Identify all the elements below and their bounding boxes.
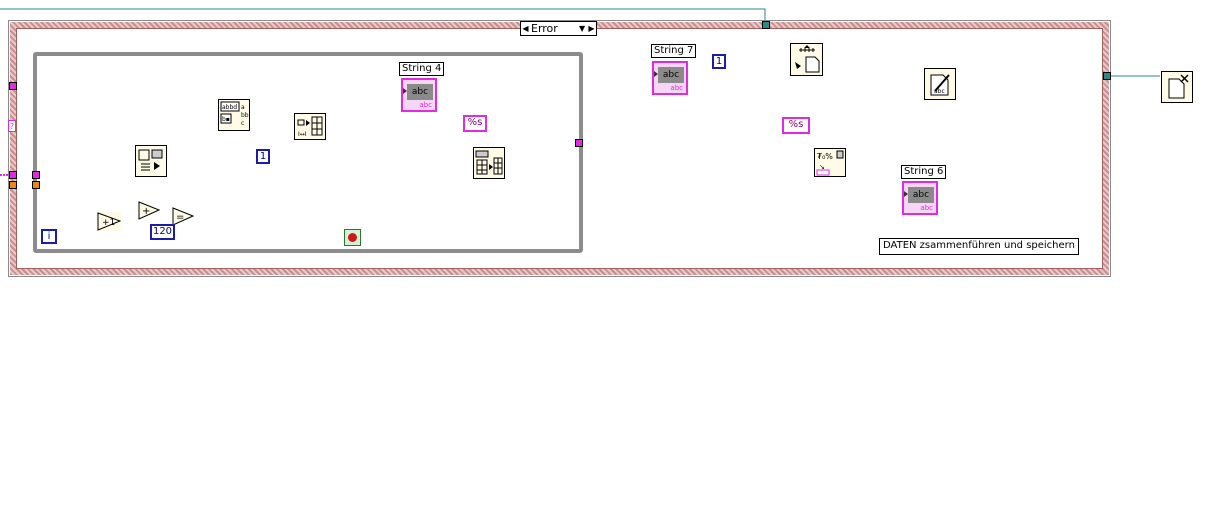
string4-type-tag: abc — [419, 101, 432, 109]
add-icon: + — [138, 201, 160, 220]
string7-type-tag: abc — [670, 84, 683, 92]
svg-text:=: = — [176, 212, 184, 223]
increment-icon: +1 — [97, 212, 121, 231]
case-selector-value: Error — [531, 22, 558, 35]
string-subset-icon — [138, 149, 163, 171]
case-prev-arrow[interactable]: ◀ — [522, 24, 529, 33]
string4-terminal-icon — [403, 88, 407, 94]
svg-text:+: + — [142, 206, 150, 217]
format-constant-b[interactable]: %s — [782, 117, 810, 134]
stop-icon — [348, 233, 357, 242]
svg-text:+1: +1 — [102, 218, 115, 228]
add-node[interactable]: + — [138, 201, 160, 220]
svg-text:b▪: b▪ — [222, 116, 230, 123]
string-tunnel-left-top[interactable] — [9, 82, 17, 90]
string6-indicator[interactable]: abc abc — [902, 181, 938, 215]
case-structure[interactable] — [8, 20, 1111, 277]
string6-terminal-icon — [904, 191, 908, 197]
loop-tunnel-numeric[interactable] — [32, 181, 40, 189]
string-subset-node[interactable] — [135, 145, 167, 177]
increment-node[interactable]: +1 — [97, 212, 121, 231]
case-selector[interactable]: ◀ Error ▼ ▶ — [520, 21, 597, 36]
set-file-position-node[interactable] — [790, 43, 823, 76]
file-position-icon — [795, 45, 820, 73]
svg-text:bb: bb — [241, 112, 249, 119]
svg-text:↘: ↘ — [819, 163, 825, 171]
format-constant-a[interactable]: %s — [463, 115, 487, 132]
iteration-terminal[interactable]: i — [41, 229, 57, 244]
numeric-constant-one-loop[interactable]: 1 — [256, 149, 270, 164]
svg-text:₮₀%: ₮₀% — [817, 152, 833, 161]
case-structure-border — [10, 22, 1109, 275]
refnum-tunnel-right[interactable] — [1103, 72, 1111, 80]
svg-text:abc: abc — [934, 88, 945, 95]
close-file-icon — [1168, 74, 1189, 99]
case-next-arrow[interactable]: ▶ — [588, 24, 595, 33]
close-file-node[interactable] — [1161, 71, 1193, 103]
format-into-string-node[interactable]: ₮₀% ↘ — [814, 148, 846, 177]
string7-indicator[interactable]: abc abc — [652, 61, 688, 95]
svg-text:c: c — [241, 120, 244, 127]
build-array-icon: I↔I — [297, 116, 323, 138]
numeric-constant-120[interactable]: 120 — [150, 224, 175, 240]
while-loop[interactable] — [33, 52, 583, 253]
string6-type-tag: abc — [920, 204, 933, 212]
loop-tunnel-string[interactable] — [32, 171, 40, 179]
array-to-spreadsheet-node[interactable] — [473, 147, 505, 179]
svg-text:abbd: abbd — [222, 104, 237, 111]
diagram-comment: DATEN zsammenführen und speichern — [879, 238, 1079, 255]
loop-tunnel-output[interactable] — [575, 139, 583, 147]
spreadsheet-icon — [475, 150, 503, 175]
svg-text:a: a — [241, 104, 245, 111]
equal-node[interactable]: = — [172, 207, 194, 226]
svg-text:I↔I: I↔I — [298, 131, 307, 138]
refnum-tunnel-top[interactable] — [762, 21, 770, 29]
concatenate-strings-node[interactable]: abbd b▪ a bb c — [218, 99, 250, 131]
equal-icon: = — [172, 207, 194, 226]
string7-label: String 7 — [651, 44, 697, 58]
refnum-wire-top[interactable] — [0, 8, 766, 24]
string7-terminal-icon — [654, 71, 658, 77]
numeric-constant-one-file[interactable]: 1 — [712, 54, 726, 69]
string-tunnel-left-mid[interactable] — [9, 171, 17, 179]
write-text-file-node[interactable]: abc — [924, 68, 956, 100]
loop-stop-terminal[interactable] — [344, 229, 361, 246]
case-selector-terminal[interactable]: ? — [8, 120, 16, 132]
string7-face: abc — [658, 67, 684, 83]
format-into-string-icon: ₮₀% ↘ — [816, 150, 844, 176]
case-dropdown-arrow[interactable]: ▼ — [579, 24, 586, 33]
string6-label: String 6 — [901, 165, 947, 179]
string4-label: String 4 — [399, 62, 445, 76]
string4-face: abc — [407, 84, 433, 100]
concatenate-icon: abbd b▪ a bb c — [220, 101, 249, 127]
string6-face: abc — [908, 187, 934, 203]
build-array-node[interactable]: I↔I — [294, 113, 326, 140]
string4-indicator[interactable]: abc abc — [401, 78, 437, 112]
write-file-icon: abc — [930, 74, 950, 96]
numeric-tunnel-left[interactable] — [9, 181, 17, 189]
